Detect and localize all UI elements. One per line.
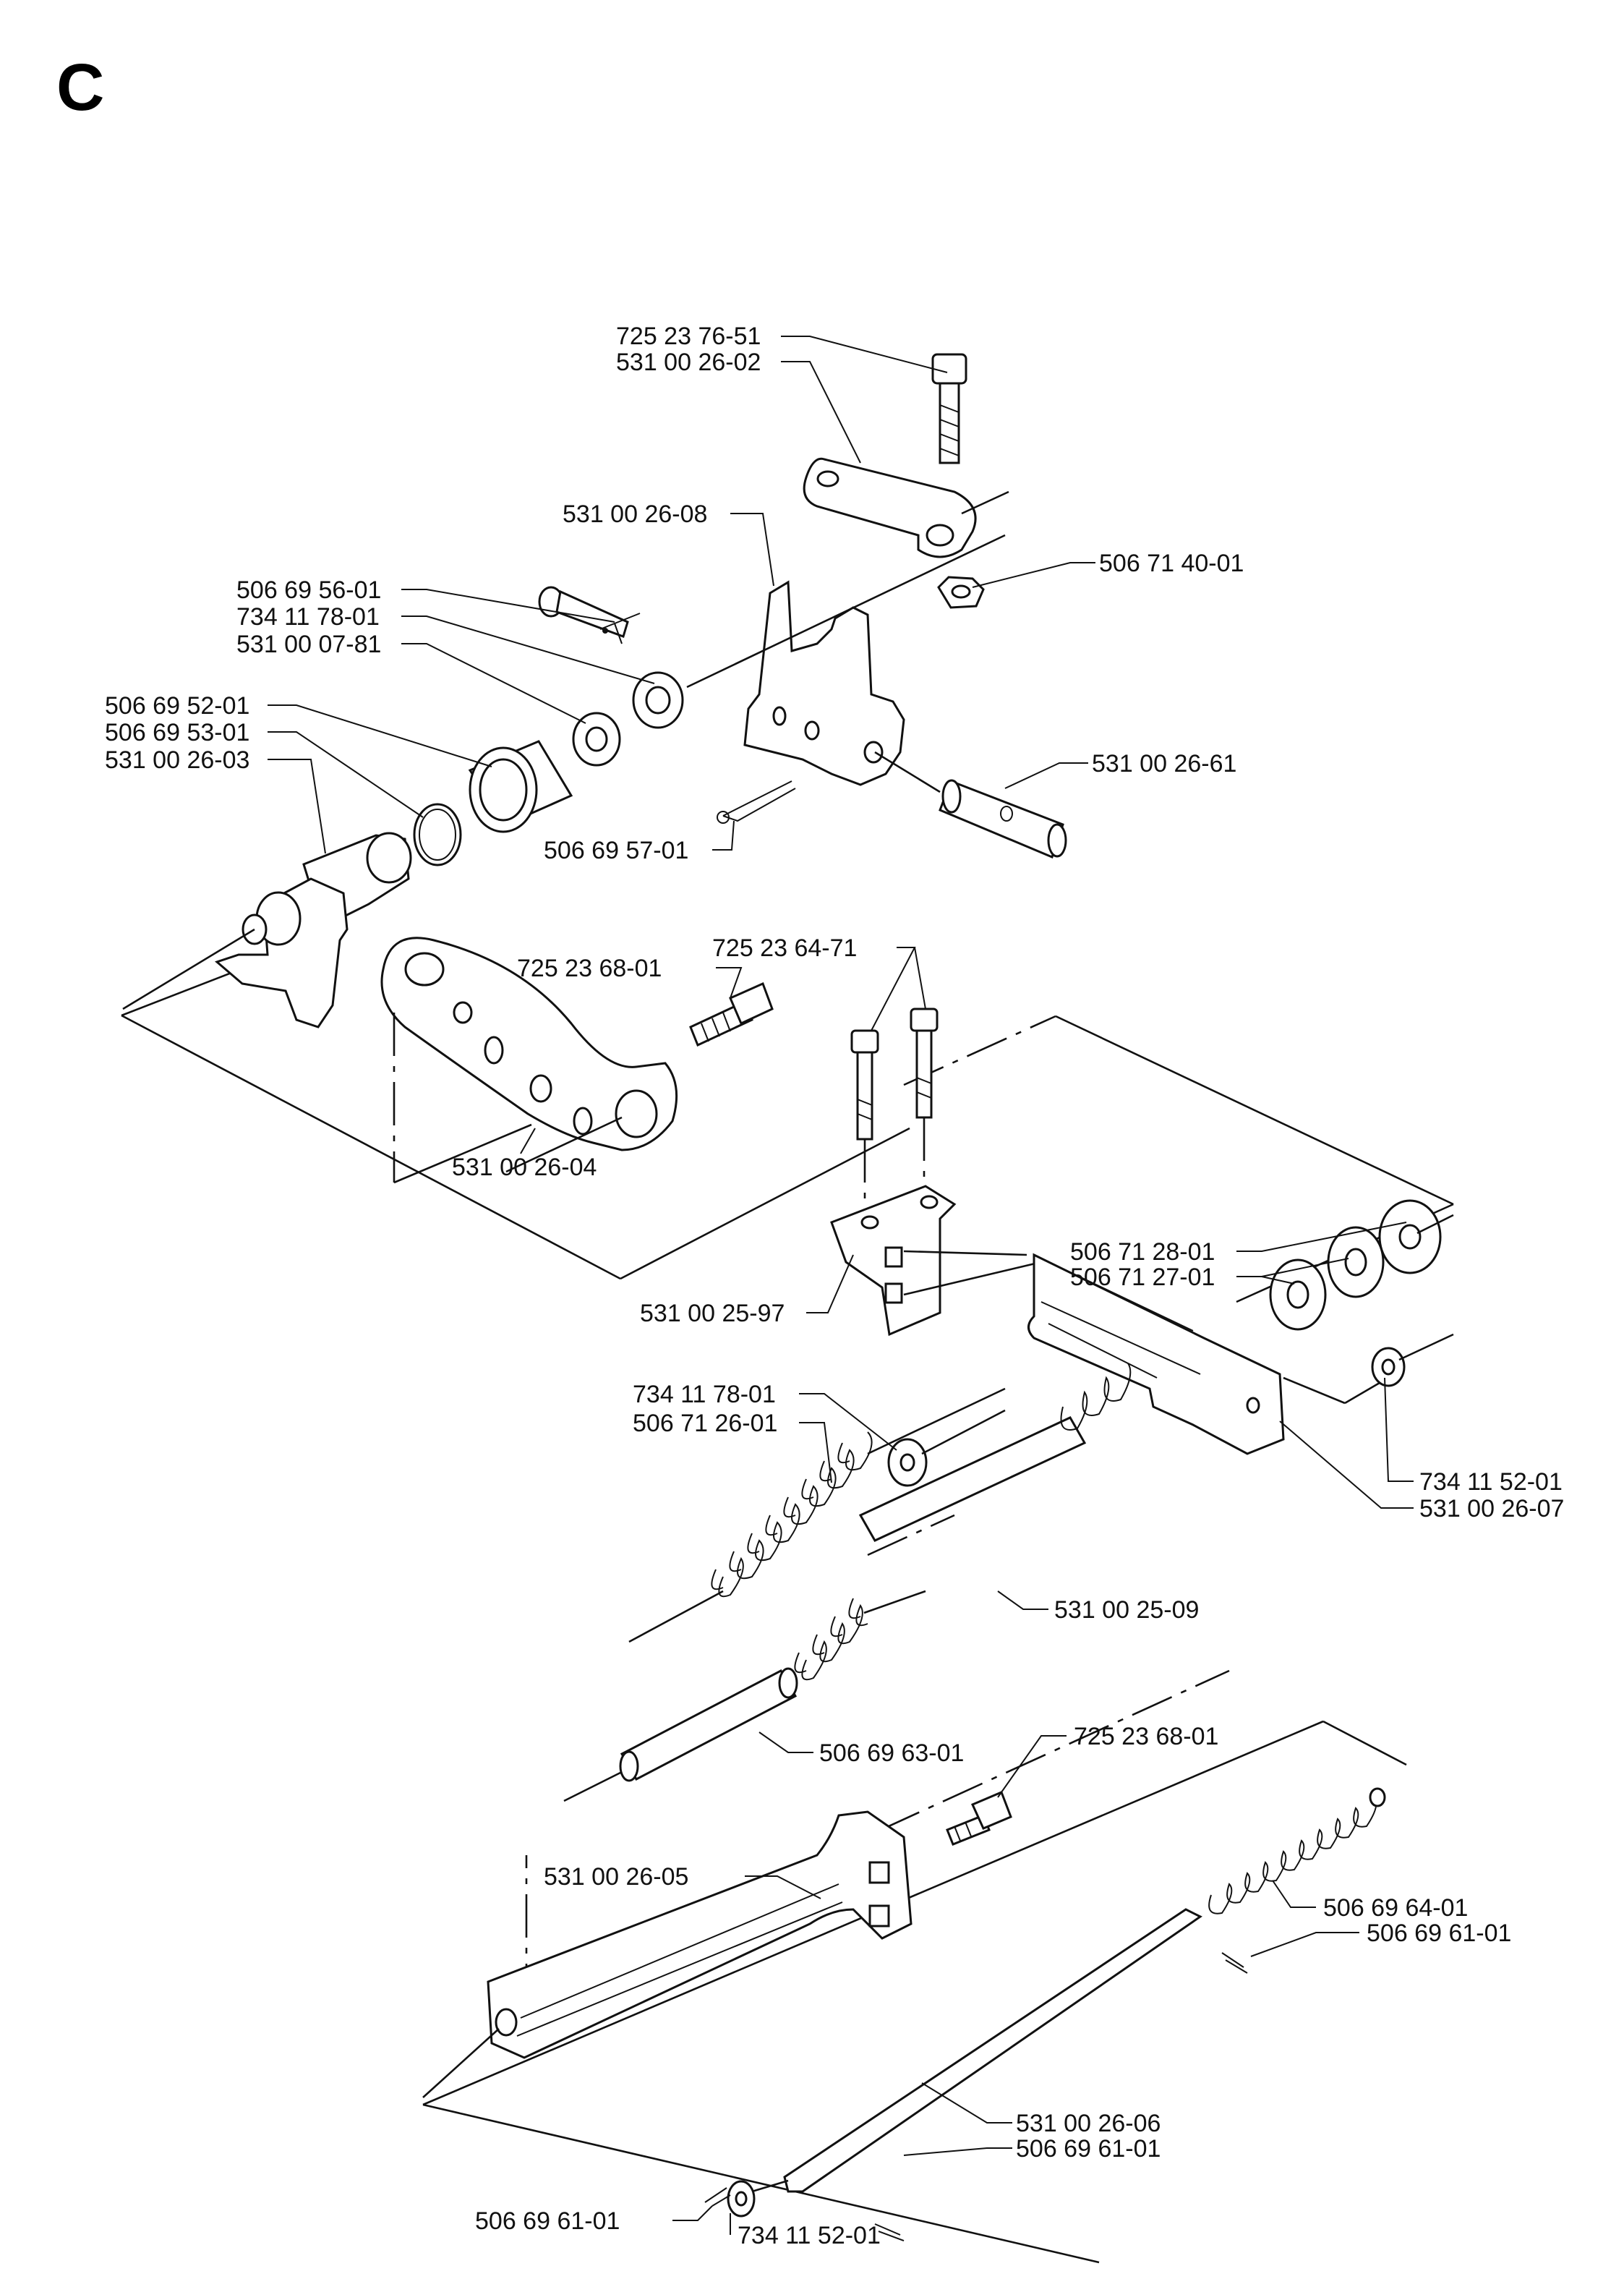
small-washer-lower	[727, 2180, 756, 2218]
label-506-71-40-01: 506 71 40-01	[1099, 550, 1244, 577]
label-531-00-07-81: 531 00 07-81	[236, 631, 381, 658]
small-washer-right	[1371, 1333, 1454, 1387]
label-506-69-56-01: 506 69 56-01	[236, 576, 381, 604]
label-734-11-52-01-lower: 734 11 52-01	[738, 2222, 881, 2249]
label-506-69-53-01: 506 69 53-01	[105, 719, 249, 746]
lever-part	[422, 1810, 913, 2098]
label-531-00-26-06: 531 00 26-06	[1016, 2110, 1161, 2137]
label-506-69-63-01: 506 69 63-01	[819, 1739, 964, 1767]
lower-spring-part	[794, 1598, 868, 1681]
short-rod-part	[563, 1667, 798, 1802]
label-506-71-26-01: 506 71 26-01	[633, 1410, 777, 1437]
link-plate-part	[803, 457, 1009, 558]
label-531-00-26-03: 531 00 26-03	[105, 746, 249, 774]
label-725-23-68-01-lower: 725 23 68-01	[1074, 1723, 1218, 1750]
pin-part	[538, 586, 641, 644]
slotted-link-part	[1027, 1253, 1389, 1455]
label-506-69-61-01-middle: 506 69 61-01	[1016, 2135, 1161, 2163]
left-spring-part	[628, 1409, 1006, 1643]
sheet-letter: C	[56, 51, 104, 124]
leader-lines	[268, 336, 1414, 2235]
guide-rod-part	[858, 1363, 1132, 1614]
shaft-arm-part	[122, 832, 412, 1028]
label-531-00-26-61: 531 00 26-61	[1092, 750, 1236, 778]
label-531-00-26-08: 531 00 26-08	[563, 500, 707, 528]
long-spring-part	[1208, 1787, 1386, 1914]
cotter-pin-part	[717, 780, 796, 824]
label-506-71-27-01: 506 71 27-01	[1070, 1264, 1215, 1291]
label-734-11-78-01-lower: 734 11 78-01	[633, 1381, 776, 1408]
part-labels: 725 23 76-51 531 00 26-02 531 00 26-08 5…	[105, 323, 1564, 2249]
label-506-71-28-01: 506 71 28-01	[1070, 1238, 1215, 1266]
label-531-00-26-04: 531 00 26-04	[452, 1154, 597, 1181]
label-531-00-26-07: 531 00 26-07	[1419, 1495, 1564, 1522]
twin-bolts-part	[850, 1008, 939, 1222]
label-506-69-61-01-left: 506 69 61-01	[475, 2207, 620, 2235]
label-506-69-57-01: 506 69 57-01	[544, 837, 688, 864]
right-washers	[1269, 1199, 1454, 1331]
sleeve-part	[468, 740, 573, 833]
label-506-69-52-01: 506 69 52-01	[105, 692, 249, 720]
label-531-00-26-05: 531 00 26-05	[544, 1863, 688, 1891]
label-725-23-68-01-upper: 725 23 68-01	[517, 955, 662, 982]
mount-bracket-part	[830, 1185, 1042, 1337]
label-531-00-26-02: 531 00 26-02	[616, 349, 761, 376]
short-bolt-part	[689, 981, 774, 1047]
label-531-00-25-97: 531 00 25-97	[640, 1300, 785, 1327]
long-rod-part	[751, 1908, 1202, 2193]
label-506-69-64-01: 506 69 64-01	[1323, 1894, 1468, 1922]
spring-clip-parts	[704, 1952, 1248, 2241]
curved-arm-part	[380, 937, 678, 1184]
label-531-00-25-09: 531 00 25-09	[1054, 1596, 1199, 1624]
ring-part	[413, 803, 462, 866]
pivot-pin-part	[874, 751, 1067, 859]
label-734-11-78-01-upper: 734 11 78-01	[236, 603, 380, 631]
label-725-23-64-71: 725 23 64-71	[712, 934, 857, 962]
lower-bolt-part	[946, 1791, 1012, 1846]
label-725-23-76-51: 725 23 76-51	[616, 323, 761, 350]
bracket-part	[743, 580, 905, 786]
upper-washers	[572, 534, 1006, 767]
label-506-69-61-01-right: 506 69 61-01	[1367, 1920, 1511, 1947]
label-734-11-52-01-right: 734 11 52-01	[1419, 1468, 1563, 1496]
nut-part	[937, 576, 985, 609]
